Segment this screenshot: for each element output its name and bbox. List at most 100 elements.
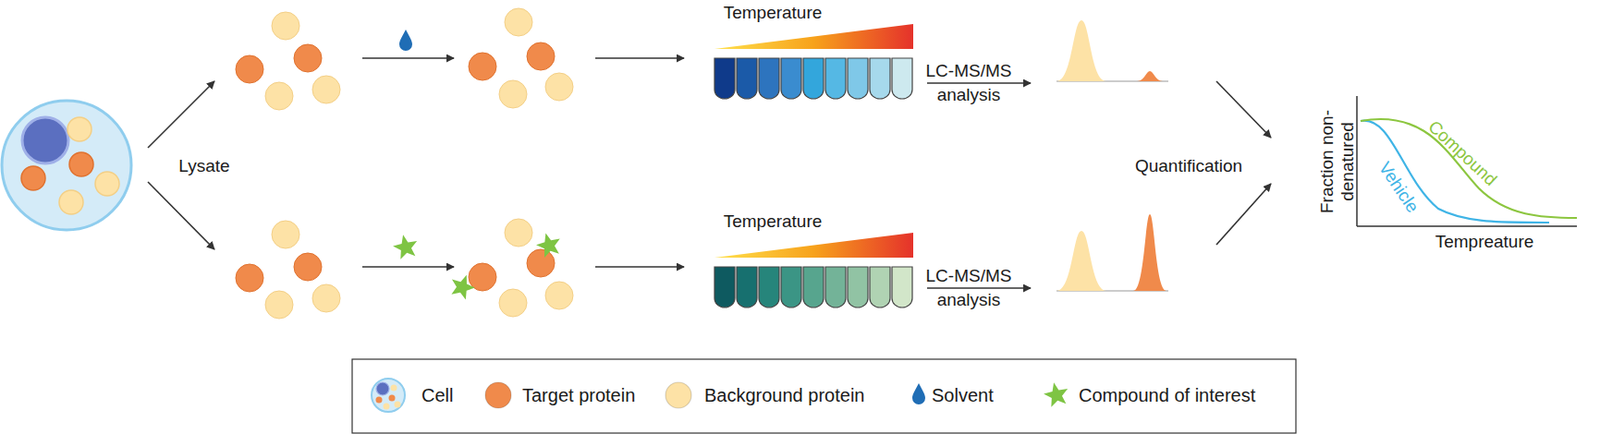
text-label: LC-MS/MS analysis [919,264,1018,313]
target-protein [293,253,322,281]
target-protein [21,166,46,191]
target-protein [293,44,322,73]
split-arrow [147,182,215,250]
target-protein [235,55,264,84]
bound-compound [534,230,564,259]
background-peak [1056,20,1107,82]
legend-text: Cell [421,384,453,407]
background-peak [1056,231,1107,292]
target-protein [526,42,555,71]
target-protein [69,152,94,177]
background-protein [95,171,120,196]
process-arrow [362,266,454,269]
background-protein [265,291,294,319]
background-protein [499,289,527,318]
melting-chart [1356,96,1577,227]
process-arrow [927,287,1031,290]
tube [891,58,913,99]
process-arrow [595,266,684,269]
legend-swatch [912,383,926,405]
text-label: Fraction non-denatured [1317,102,1358,221]
tube [803,58,824,99]
tube [781,58,802,99]
target-protein [235,264,264,293]
tube [825,58,846,99]
background-protein [265,82,294,110]
tube [781,267,802,308]
target-protein [526,249,555,278]
nucleus [22,117,69,164]
background-protein [545,73,574,101]
target-peak [1133,214,1167,292]
process-arrow [927,82,1031,85]
tube [891,267,913,308]
text-label: Temperature [723,210,823,233]
legend-swatch [485,382,512,409]
legend-text: Target protein [522,384,636,407]
background-protein [67,117,92,142]
tube [869,58,891,99]
tube [825,267,846,308]
legend-cell-icon [371,378,405,413]
protein-cluster [447,219,574,318]
background-protein [504,8,533,37]
legend-text: Solvent [931,384,994,407]
cell-membrane [1,100,132,231]
tube-row [714,58,913,99]
tube [847,267,868,308]
legend-swatch [665,382,692,409]
target-protein [468,52,497,81]
tube [736,58,758,99]
tube [714,267,735,308]
cell-icon [1,100,132,231]
background-protein [504,219,533,247]
background-protein [312,284,341,313]
target-protein [389,395,396,403]
protein-cluster [235,12,341,110]
nucleus [376,382,390,396]
protein-cluster [468,8,574,109]
background-protein [545,281,574,310]
tube [803,267,824,308]
tube [758,58,780,99]
merge-arrow [1216,81,1271,138]
temperature-gradient [714,24,914,49]
background-protein [312,75,341,104]
target-peak [1136,71,1163,82]
target-protein [376,397,383,404]
text-label: LC-MS/MS analysis [919,59,1018,108]
protein-cluster [235,220,341,319]
solvent-drop [399,29,413,51]
background-protein [271,12,300,40]
text-label: Temperature [723,1,823,25]
text-label: Vehicle [1373,158,1424,218]
text-label: Lysate [178,155,230,178]
background-protein [499,80,527,109]
background-protein [390,385,398,392]
text-label: Compound [1423,116,1502,192]
cell-membrane [371,378,405,413]
split-arrow [147,81,215,148]
bound-compound [447,270,479,302]
background-protein [271,220,300,249]
tube [758,267,780,308]
temperature-gradient [714,232,914,258]
compound-star [390,232,420,261]
text-label: Tempreature [1435,231,1535,254]
tube [847,58,868,99]
process-arrow [595,57,684,60]
background-protein [383,403,391,411]
x-axis [1356,225,1577,228]
tube-row [714,267,913,308]
background-protein [394,402,402,409]
legend-text: Compound of interest [1078,384,1256,407]
legend-swatch [1041,380,1071,409]
tube [736,267,758,308]
process-arrow [362,57,454,60]
legend-text: Background protein [704,384,865,407]
text-label: Quantification [1135,155,1243,178]
tube [714,58,735,99]
tube [869,267,891,308]
merge-arrow [1216,183,1271,245]
